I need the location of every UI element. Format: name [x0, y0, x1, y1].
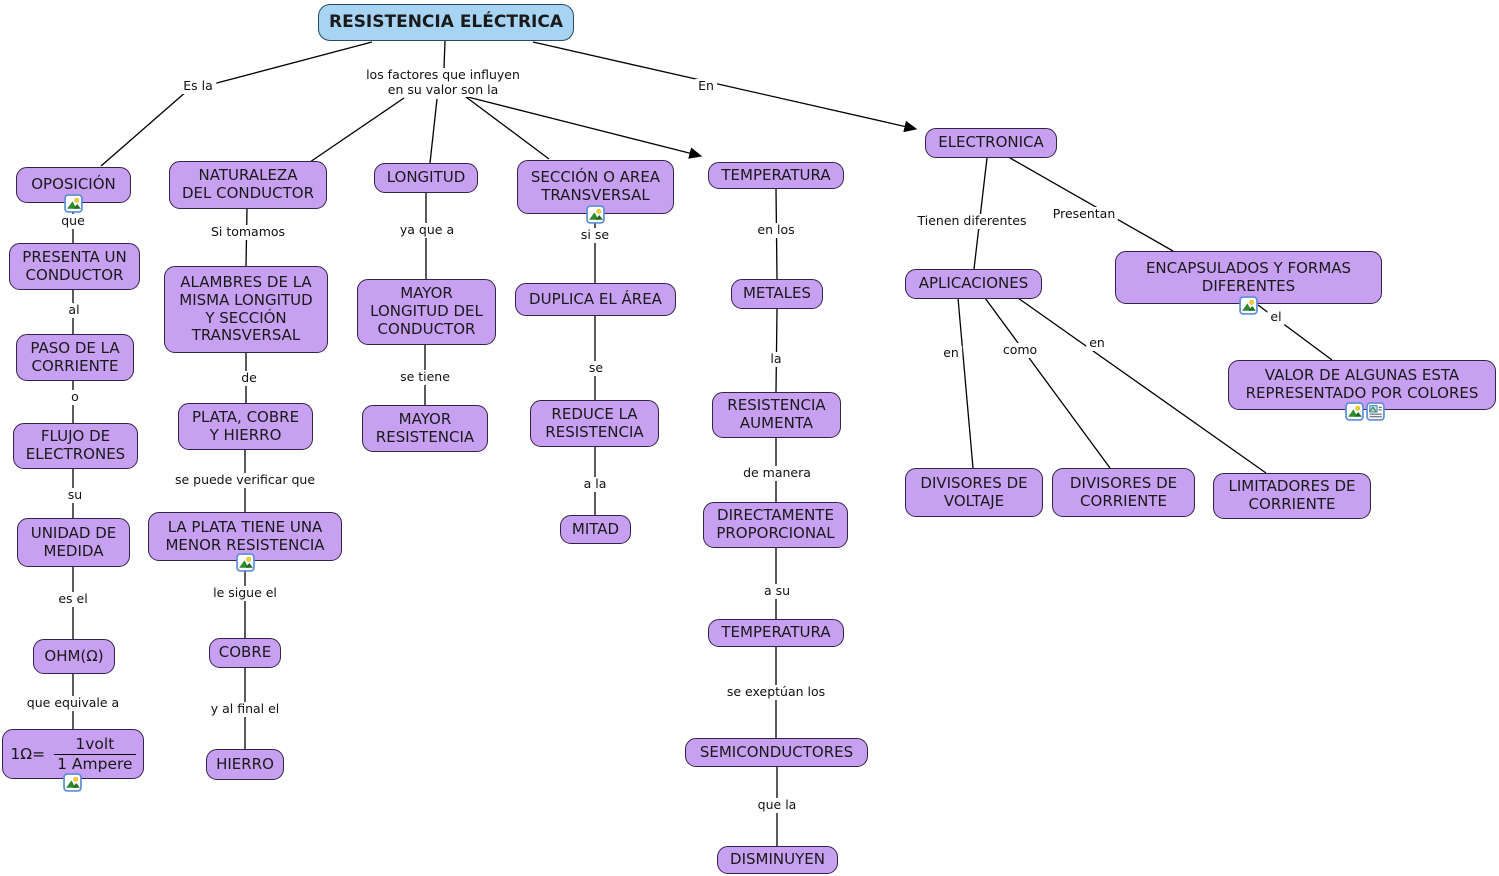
node-longitud[interactable]: LONGITUD [374, 163, 478, 193]
node-plata-cobre-hierro[interactable]: PLATA, COBRE Y HIERRO [178, 403, 313, 450]
edge-label-se: se [585, 360, 607, 376]
node-aplicaciones[interactable]: APLICACIONES [905, 269, 1042, 299]
connector-line [984, 297, 1111, 469]
node-disminuyen[interactable]: DISMINUYEN [717, 846, 838, 874]
edge-label-de: de [238, 370, 260, 386]
document-icon[interactable] [1366, 402, 1385, 421]
node-metales[interactable]: METALES [731, 279, 823, 309]
edge-label-presentan: Presentan [1049, 206, 1119, 222]
edge-label-se-exeptuan-los: se exeptúan los [723, 684, 829, 700]
edge-label-al: al [65, 302, 83, 318]
node-paso-de-la-corriente[interactable]: PASO DE LA CORRIENTE [16, 334, 134, 381]
edge-label-como: como [999, 342, 1041, 358]
node-flujo-de-electrones[interactable]: FLUJO DE ELECTRONES [13, 423, 138, 469]
node-duplica-el-area[interactable]: DUPLICA EL ÁREA [515, 283, 676, 316]
connector-line [465, 96, 550, 160]
edge-label-ya-que-a: ya que a [396, 222, 458, 238]
node-hierro[interactable]: HIERRO [206, 749, 284, 780]
connector-line [309, 97, 405, 163]
edge-label-que-equivale-a: que equivale a [23, 695, 123, 711]
connector-line [212, 41, 373, 85]
node-resistencia-electrica[interactable]: RESISTENCIA ELÉCTRICA [318, 4, 574, 41]
node-reduce-la-resistencia[interactable]: REDUCE LA RESISTENCIA [530, 400, 659, 447]
node-unidad-de-medida[interactable]: UNIDAD DE MEDIDA [17, 518, 130, 567]
formula-denominator: 1 Ampere [54, 753, 136, 773]
edge-label-en-voltaje: en [940, 345, 962, 361]
picture-icon[interactable] [64, 194, 83, 213]
node-divisores-voltaje[interactable]: DIVISORES DE VOLTAJE [905, 468, 1043, 517]
edge-label-y-al-final-el: y al final el [207, 701, 283, 717]
edge-label-a-la: a la [580, 476, 610, 492]
picture-icon[interactable] [586, 205, 605, 224]
edge-label-los-factores: los factores que influyen en su valor so… [363, 67, 523, 97]
picture-icon[interactable] [1345, 402, 1364, 421]
edge-label-de-manera: de manera [740, 465, 814, 481]
arrow-line [459, 94, 703, 159]
node-presenta-un-conductor[interactable]: PRESENTA UN CONDUCTOR [9, 243, 140, 290]
node-naturaleza-del-conductor[interactable]: NATURALEZA DEL CONDUCTOR [169, 161, 327, 209]
node-encapsulados[interactable]: ENCAPSULADOS Y FORMAS DIFERENTES [1115, 251, 1382, 304]
connector-line [100, 90, 188, 167]
edge-label-a-su: a su [760, 583, 794, 599]
arrow-line [532, 41, 918, 133]
connector-line [1009, 157, 1174, 252]
edge-label-el: el [1267, 309, 1285, 325]
edge-label-la: la [767, 351, 785, 367]
edge-label-que-la: que la [754, 797, 800, 813]
connector-line [429, 98, 438, 164]
node-alambres[interactable]: ALAMBRES DE LA MISMA LONGITUD Y SECCIÓN … [164, 266, 328, 353]
edge-label-en-electronica: En [695, 78, 717, 94]
edge-label-si-tomamos: Si tomamos [207, 224, 289, 240]
node-mitad[interactable]: MITAD [560, 515, 631, 544]
node-ohm-formula[interactable]: 1Ω= 1volt 1 Ampere [2, 729, 144, 779]
node-resistencia-aumenta[interactable]: RESISTENCIA AUMENTA [712, 392, 841, 438]
node-divisores-corriente[interactable]: DIVISORES DE CORRIENTE [1052, 468, 1195, 517]
edge-label-o: o [68, 389, 82, 405]
edge-label-se-puede-verificar: se puede verificar que [171, 472, 319, 488]
node-temperatura[interactable]: TEMPERATURA [708, 162, 844, 189]
node-cobre[interactable]: COBRE [209, 638, 281, 668]
picture-icon[interactable] [236, 553, 255, 572]
edge-label-es-la: Es la [180, 78, 216, 94]
node-la-plata-menor-resistencia[interactable]: LA PLATA TIENE UNA MENOR RESISTENCIA [148, 512, 342, 561]
node-directamente-proporcional[interactable]: DIRECTAMENTE PROPORCIONAL [703, 502, 848, 548]
edge-label-le-sigue-el: le sigue el [210, 585, 280, 601]
node-mayor-longitud[interactable]: MAYOR LONGITUD DEL CONDUCTOR [357, 279, 496, 345]
edge-label-si-se: si se [577, 227, 613, 243]
formula-numerator: 1volt [75, 735, 115, 754]
node-semiconductores[interactable]: SEMICONDUCTORES [685, 738, 868, 767]
node-mayor-resistencia[interactable]: MAYOR RESISTENCIA [362, 405, 488, 452]
picture-icon[interactable] [63, 773, 82, 792]
node-temperatura-2[interactable]: TEMPERATURA [708, 619, 844, 647]
edge-label-es-el: es el [55, 591, 91, 607]
edge-label-en-limitadores: en [1086, 335, 1108, 351]
edge-label-se-tiene: se tiene [397, 369, 453, 385]
edge-label-tienen-diferentes: Tienen diferentes [914, 213, 1030, 229]
connector-line [957, 297, 974, 469]
formula-lhs: 1Ω= [10, 744, 46, 763]
node-limitadores-corriente[interactable]: LIMITADORES DE CORRIENTE [1213, 473, 1371, 519]
connector-line [443, 40, 446, 69]
picture-icon[interactable] [1239, 296, 1258, 315]
node-ohm[interactable]: OHM(Ω) [33, 639, 115, 674]
edge-label-en-los: en los [754, 222, 798, 238]
edge-label-su: su [64, 487, 86, 503]
node-valor-colores[interactable]: VALOR DE ALGUNAS ESTA REPRESENTADO POR C… [1228, 360, 1496, 410]
formula-fraction: 1volt 1 Ampere [54, 735, 136, 773]
node-electronica[interactable]: ELECTRONICA [925, 128, 1057, 158]
edge-label-que: que [58, 213, 88, 229]
